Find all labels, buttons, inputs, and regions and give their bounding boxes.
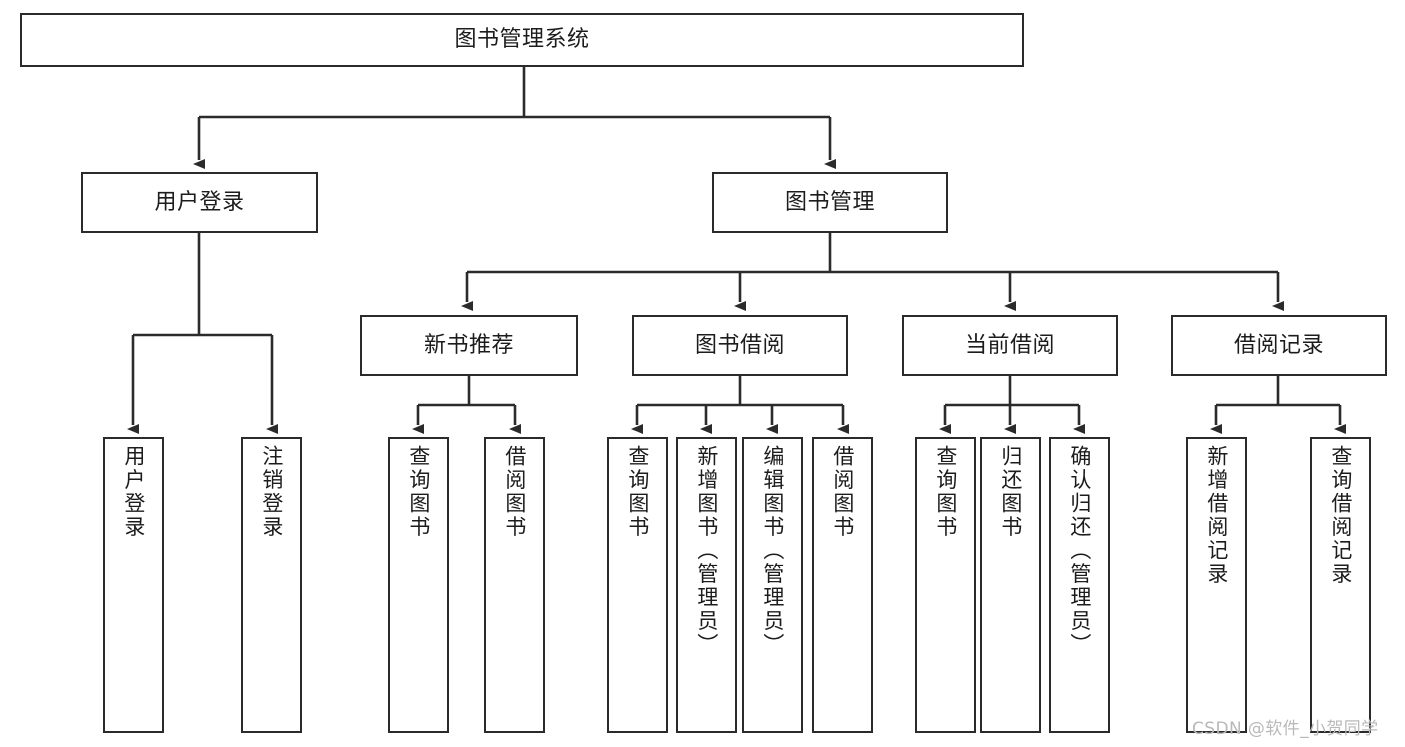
watermark: CSDN @软件_小贺同学 — [1192, 719, 1379, 739]
node-book-manage-label: 图书管理 — [784, 189, 875, 215]
leaf-add-book-label: 新增图书（管理员） — [694, 445, 719, 657]
leaf-borrow-book-label: 借阅图书 — [830, 445, 855, 539]
leaf-add-book[interactable]: 新增图书（管理员） — [676, 437, 737, 733]
leaf-return-book-label: 归还图书 — [998, 445, 1023, 539]
leaf-edit-book-label: 编辑图书（管理员） — [760, 445, 785, 657]
node-current-borrow-label: 当前借阅 — [964, 332, 1055, 358]
leaf-query-book-recommend[interactable]: 查询图书 — [388, 437, 449, 733]
leaf-logout-label: 注销登录 — [259, 445, 284, 539]
node-root-label: 图书管理系统 — [454, 27, 590, 53]
leaf-borrow-book[interactable]: 借阅图书 — [812, 437, 873, 733]
leaf-borrow-book-recommend-label: 借阅图书 — [502, 445, 527, 539]
leaf-query-book-recommend-label: 查询图书 — [406, 445, 431, 539]
leaf-user-login[interactable]: 用户登录 — [103, 437, 164, 733]
leaf-confirm-return[interactable]: 确认归还（管理员） — [1049, 437, 1110, 733]
node-new-book-recommend[interactable]: 新书推荐 — [360, 315, 578, 376]
leaf-query-book-borrow-label: 查询图书 — [625, 445, 650, 539]
node-root[interactable]: 图书管理系统 — [20, 13, 1024, 67]
leaf-add-record-label: 新增借阅记录 — [1204, 445, 1229, 586]
node-book-borrow[interactable]: 图书借阅 — [632, 315, 848, 376]
leaf-query-book-current[interactable]: 查询图书 — [915, 437, 976, 733]
node-user-login-label: 用户登录 — [154, 189, 245, 215]
leaf-query-record[interactable]: 查询借阅记录 — [1310, 437, 1371, 733]
node-user-login[interactable]: 用户登录 — [81, 172, 318, 233]
leaf-edit-book[interactable]: 编辑图书（管理员） — [742, 437, 803, 733]
node-borrow-record-label: 借阅记录 — [1233, 332, 1324, 358]
leaf-query-record-label: 查询借阅记录 — [1328, 445, 1353, 586]
node-borrow-record[interactable]: 借阅记录 — [1171, 315, 1387, 376]
leaf-query-book-current-label: 查询图书 — [933, 445, 958, 539]
leaf-borrow-book-recommend[interactable]: 借阅图书 — [484, 437, 545, 733]
leaf-user-login-label: 用户登录 — [121, 445, 146, 539]
node-book-manage[interactable]: 图书管理 — [712, 172, 948, 233]
node-new-book-recommend-label: 新书推荐 — [423, 332, 514, 358]
node-book-borrow-label: 图书借阅 — [694, 332, 785, 358]
leaf-confirm-return-label: 确认归还（管理员） — [1067, 445, 1092, 657]
leaf-add-record[interactable]: 新增借阅记录 — [1186, 437, 1247, 733]
node-current-borrow[interactable]: 当前借阅 — [902, 315, 1118, 376]
leaf-query-book-borrow[interactable]: 查询图书 — [607, 437, 668, 733]
leaf-return-book[interactable]: 归还图书 — [980, 437, 1041, 733]
leaf-logout[interactable]: 注销登录 — [241, 437, 302, 733]
